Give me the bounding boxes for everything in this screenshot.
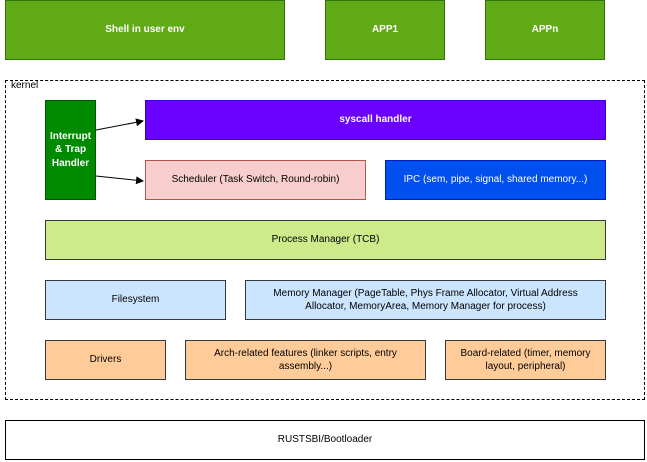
drivers-label: Drivers [89,354,122,366]
shell-label: Shell in user env [105,24,185,36]
arch-features-label: Arch-related features (linker scripts, e… [214,347,397,373]
interrupt-trap-handler-box: Interrupt & Trap Handler [45,100,96,200]
memory-manager-box: Memory Manager (PageTable, Phys Frame Al… [245,280,606,320]
appn-box: APPn [485,0,605,60]
app1-label: APP1 [371,24,399,36]
appn-label: APPn [531,24,559,36]
process-manager-box: Process Manager (TCB) [45,220,606,260]
filesystem-box: Filesystem [45,280,226,320]
scheduler-label: Scheduler (Task Switch, Round-robin) [171,174,340,186]
interrupt-trap-handler-label: Interrupt & Trap Handler [49,130,92,169]
process-manager-label: Process Manager (TCB) [271,234,380,246]
drivers-box: Drivers [45,340,166,380]
bootloader-label: RUSTSBI/Bootloader [277,434,373,446]
memory-manager-label: Memory Manager (PageTable, Phys Frame Al… [273,287,578,313]
shell-box: Shell in user env [5,0,285,60]
syscall-handler-label: syscall handler [339,114,412,126]
kernel-label: kernel [11,80,39,91]
arch-features-box: Arch-related features (linker scripts, e… [185,340,426,380]
app1-box: APP1 [325,0,445,60]
scheduler-box: Scheduler (Task Switch, Round-robin) [145,160,366,200]
arrow-to-syscall [95,118,144,131]
ipc-box: IPC (sem, pipe, signal, shared memory...… [385,160,606,200]
kernel-container [5,80,645,400]
syscall-handler-box: syscall handler [145,100,606,140]
filesystem-label: Filesystem [111,294,160,306]
bootloader-box: RUSTSBI/Bootloader [5,420,645,460]
board-related-box: Board-related (timer, memory layout, per… [445,340,606,380]
board-related-label: Board-related (timer, memory layout, per… [460,347,591,373]
ipc-label: IPC (sem, pipe, signal, shared memory...… [403,174,588,186]
arrow-to-scheduler [95,175,144,185]
